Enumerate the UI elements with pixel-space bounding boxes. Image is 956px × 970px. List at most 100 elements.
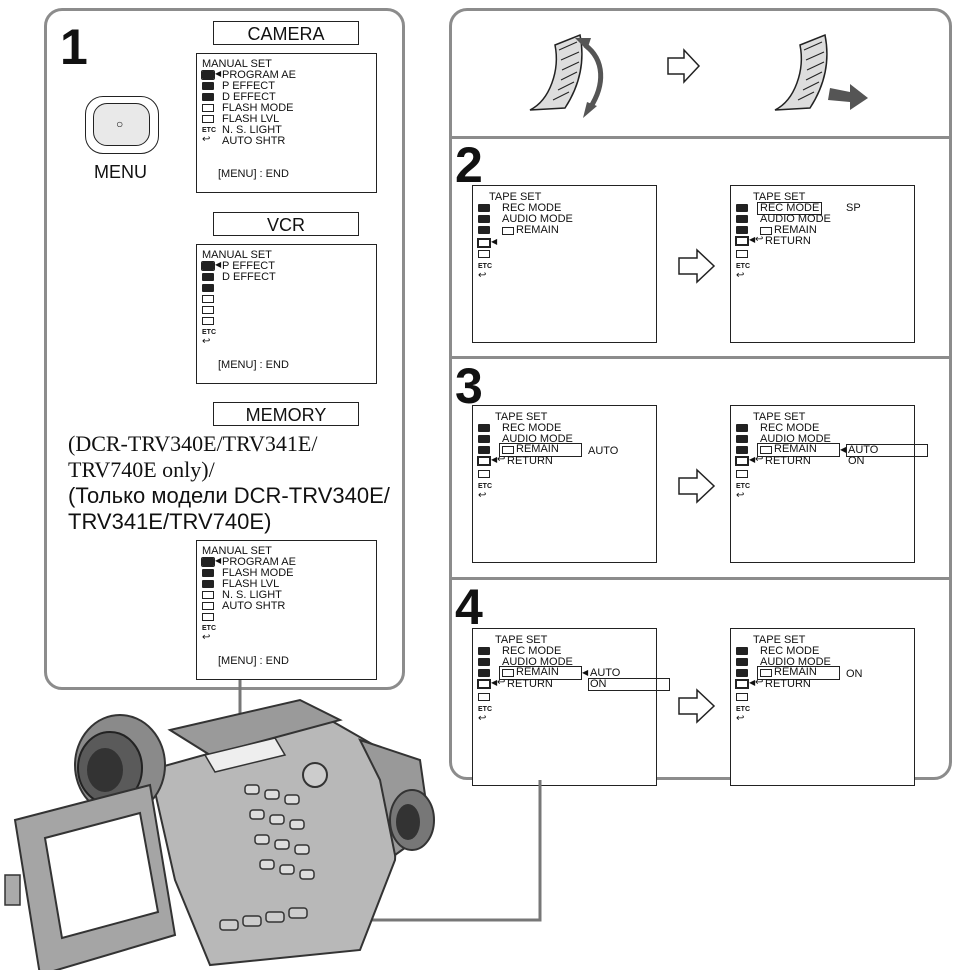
menu-title: TAPE SET: [753, 411, 806, 423]
menu-item: AUTO SHTR: [222, 135, 286, 147]
tape-icon: [735, 679, 749, 689]
arrow-up-icon: [575, 38, 591, 50]
option-auto-highlight: [846, 444, 928, 457]
remain-item: REMAIN: [516, 443, 559, 455]
lcd-icon: [478, 226, 490, 234]
divider-3: [452, 577, 949, 580]
camera-icon: [202, 82, 214, 90]
step3-screen-b: TAPE SET REC MODE AUDIO MODE REMAIN ◀ AU…: [730, 405, 928, 563]
tape-icon: [477, 238, 491, 248]
manual-icon: [201, 261, 215, 271]
step-2-number: 2: [455, 137, 483, 193]
return-icon: ↩: [478, 270, 487, 281]
return-icon: ↩: [755, 454, 764, 465]
lcd-icon: [736, 446, 748, 454]
cursor-arrow-icon: ◀: [215, 260, 222, 269]
cursor-arrow-icon: ◀: [749, 678, 756, 687]
memory-note-en-2: TRV740E only)/: [68, 457, 215, 482]
menu-title: MANUAL SET: [202, 545, 272, 557]
return-item: RETURN: [507, 678, 553, 690]
toolbox-icon: [202, 115, 214, 123]
connector-line-right: [340, 780, 542, 922]
menu-item: P EFFECT: [222, 80, 275, 92]
option-on: ON: [848, 455, 865, 467]
step-3-number: 3: [455, 358, 483, 414]
audio-mode-item: AUDIO MODE: [502, 433, 573, 445]
return-icon: ↩: [736, 490, 745, 501]
cursor-arrow-icon: ◀: [840, 445, 847, 454]
menu-item: FLASH MODE: [222, 567, 294, 579]
press-arrow-icon: [828, 84, 868, 110]
lcd-icon: [202, 284, 214, 292]
lcd-icon: [202, 580, 214, 588]
step2-screen-a: TAPE SET REC MODE AUDIO MODE REMAIN ◀ ET…: [472, 185, 657, 343]
memory-note-ru-2: TRV341E/TRV740E): [68, 509, 272, 534]
menu-title: TAPE SET: [495, 411, 548, 423]
camera-icon: [478, 215, 490, 223]
cursor-arrow-icon: ◀: [749, 235, 756, 244]
lcd-icon: [736, 669, 748, 677]
toolbox-icon: [478, 470, 490, 478]
menu-title: MANUAL SET: [202, 249, 272, 261]
tape-icon: [502, 669, 514, 677]
menu-item: AUTO SHTR: [222, 600, 286, 612]
vcr-icon: [202, 273, 214, 281]
step4-screen-a: TAPE SET REC MODE AUDIO MODE REMAIN ◀ AU…: [472, 628, 670, 786]
camera-menu-screen: MANUAL SET ◀ PROGRAM AE P EFFECT D EFFEC…: [196, 53, 377, 193]
return-icon: ↩: [755, 677, 764, 688]
rec-mode-item: REC MODE: [757, 202, 823, 215]
camcorder-illustration: [4, 680, 542, 970]
return-item: RETURN: [765, 235, 811, 247]
manual-icon: [478, 204, 490, 212]
menu-title: TAPE SET: [753, 191, 806, 203]
etc-icon: ETC: [202, 625, 216, 632]
remain-highlight-box: [499, 443, 582, 457]
rec-mode-item: REC MODE: [502, 645, 562, 657]
audio-mode-item: AUDIO MODE: [502, 656, 573, 668]
toolbox-icon: [736, 470, 748, 478]
menu-item: PROGRAM AE: [222, 556, 296, 568]
remain-item: REMAIN: [774, 224, 817, 236]
divider-1: [452, 136, 949, 139]
etc-icon: ETC: [478, 263, 492, 270]
menu-item: PROGRAM AE: [222, 69, 296, 81]
return-item: RETURN: [765, 678, 811, 690]
cursor-arrow-icon: ◀: [215, 69, 222, 78]
tape-icon: [760, 446, 772, 454]
memory-label: MEMORY: [213, 402, 359, 426]
remain-item: REMAIN: [516, 666, 559, 678]
toolbox-icon: [202, 613, 214, 621]
memory-menu-screen: MANUAL SET ◀ PROGRAM AE FLASH MODE FLASH…: [196, 540, 377, 680]
menu-item: D EFFECT: [222, 91, 276, 103]
tape-icon: [760, 669, 772, 677]
remain-item: REMAIN: [774, 443, 817, 455]
camera-icon: [736, 215, 748, 223]
remain-item: REMAIN: [516, 224, 559, 236]
lcd-icon: [478, 446, 490, 454]
lcd-icon: [736, 226, 748, 234]
control-dial-turn-illustration: [529, 33, 604, 118]
menu-button[interactable]: ○: [85, 96, 159, 154]
remain-highlight-box: [499, 666, 582, 680]
print-icon: [202, 602, 214, 610]
cursor-arrow-icon: ◀: [491, 455, 498, 464]
memory-icon: [202, 295, 214, 303]
tape-icon: [202, 104, 214, 112]
control-dial-icon: [302, 762, 328, 788]
tape-icon: [477, 679, 491, 689]
toolbox-icon: [478, 250, 490, 258]
etc-icon: ETC: [736, 263, 750, 270]
menu-button-label: MENU: [94, 162, 147, 182]
menu-button-symbol: ○: [116, 117, 124, 131]
remain-highlight-box: [757, 443, 840, 457]
control-dial-press-illustration: [774, 33, 868, 111]
cursor-arrow-icon: ◀: [749, 455, 756, 464]
lcd-icon: [202, 93, 214, 101]
manual-icon: [478, 647, 490, 655]
next-arrow-icon: [667, 48, 701, 84]
menu-item: D EFFECT: [222, 271, 276, 283]
vcr-label: VCR: [213, 212, 359, 236]
return-item: RETURN: [507, 455, 553, 467]
return-icon: ↩: [202, 336, 211, 347]
return-icon: ↩: [478, 490, 487, 501]
